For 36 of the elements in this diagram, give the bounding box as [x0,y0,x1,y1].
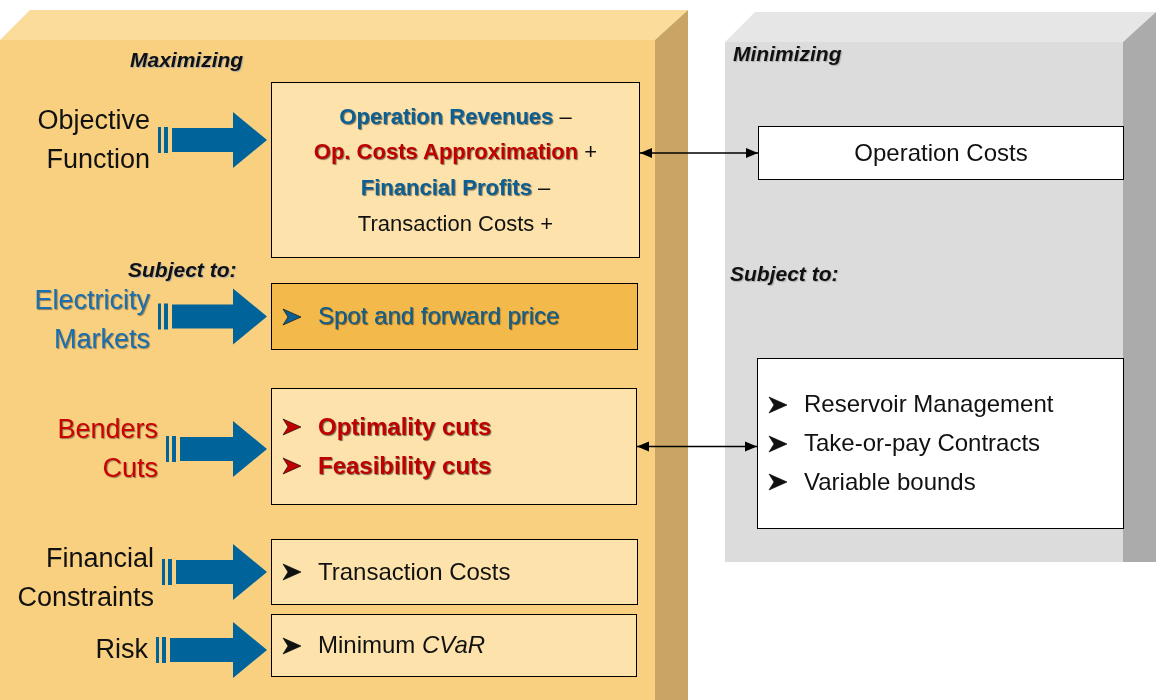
formula-box [758,126,1124,180]
row-label-text: Financial Constraints [16,541,154,614]
list-item: Variable bounds [804,466,976,497]
bullet-list-box [271,614,637,677]
bullet-list-box [271,388,637,505]
formula-term: Operation Costs [854,138,1028,166]
block-arrow [156,622,267,678]
list-item: Optimality cuts [318,411,492,442]
section-heading: Subject to: [128,258,237,282]
row-label-text: Risk [95,633,148,667]
list-item: Transaction Costs [318,556,511,587]
double-arrow [636,441,758,452]
row-label-text: Objective Function [36,103,150,176]
formula-term: Op. Costs Approximation + [313,139,598,165]
section-heading: Subject to: [730,262,839,286]
section-heading: Minimizing [733,42,842,66]
list-item: Spot and forward price [318,301,560,332]
row-label-text: Benders Cuts [56,412,158,485]
row-label-text: Electricity Markets [33,283,150,356]
formula-term: Financial Profits – [360,175,551,200]
block-arrow [158,288,267,345]
bullet-list-box [757,358,1124,529]
list-item: Feasibility cuts [318,450,492,481]
block-arrow [162,544,267,600]
list-item: Minimum CVaR [318,630,486,661]
section-heading: Maximizing [130,48,244,72]
double-arrow [639,148,759,158]
block-arrow [166,421,267,477]
bullet-list-box [271,539,638,605]
formula-term: Operation Revenues – [339,103,572,129]
block-arrow [158,112,267,168]
list-item: Reservoir Management [804,389,1054,420]
bullet-list-box [271,283,638,350]
list-item: Take-or-pay Contracts [804,428,1041,459]
formula-term: Transaction Costs + [357,210,554,236]
formula-box [271,82,640,258]
